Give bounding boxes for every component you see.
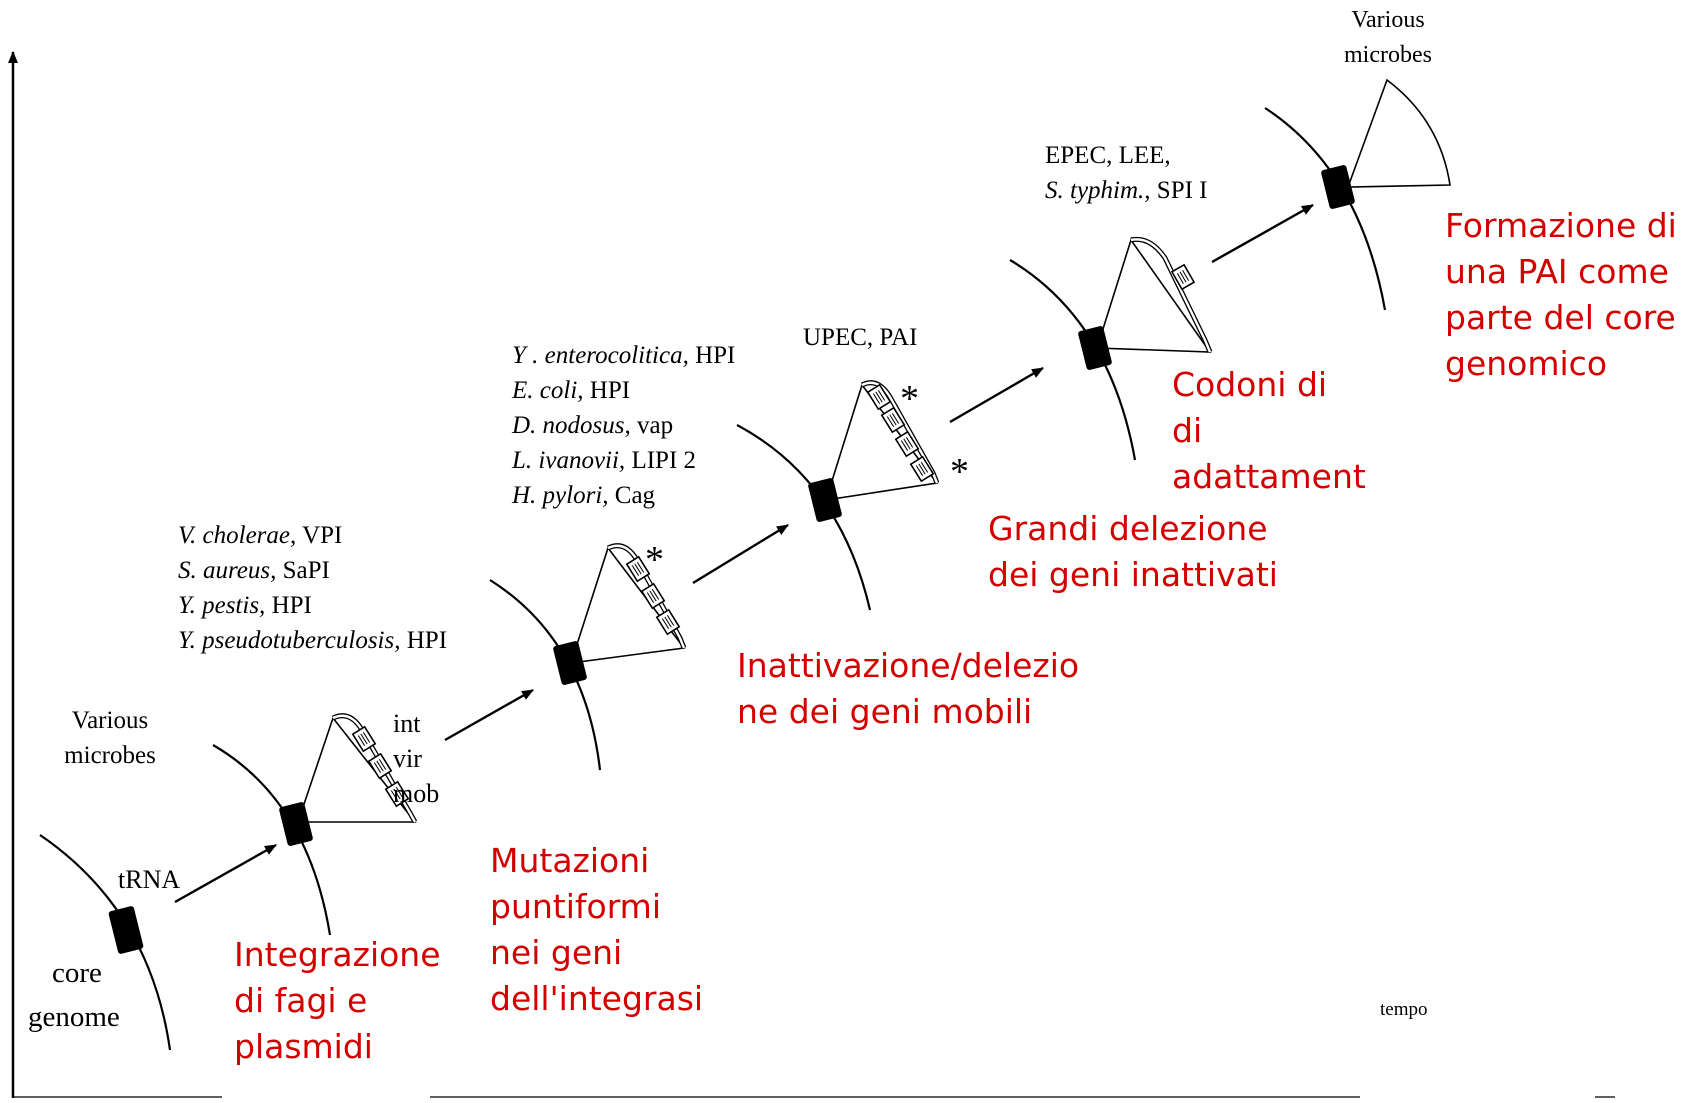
- arrow-3: [692, 523, 789, 585]
- caption-point-mutations: nei geni: [490, 933, 622, 972]
- chromosome-arc: [1009, 259, 1137, 461]
- caption-core-pai: parte del core: [1445, 298, 1676, 337]
- integration-site: [808, 478, 842, 522]
- example-label: Y. pseudotuberculosis, HPI: [178, 627, 447, 654]
- stage-large-deletion: [1009, 236, 1213, 461]
- caption-adaptation-codons: di: [1172, 411, 1202, 450]
- chromosome-arc: [1264, 107, 1387, 311]
- caption-point-mutations: Mutazioni: [490, 841, 649, 880]
- caption-core-pai: genomico: [1445, 344, 1607, 383]
- caption-inactivation: Inattivazione/delezio: [737, 646, 1079, 685]
- arrow-2: [444, 688, 534, 742]
- genome-label: genome: [28, 1001, 120, 1033]
- example-label: EPEC, LEE,: [1045, 142, 1171, 169]
- integration-site: [1321, 165, 1355, 209]
- source-label: microbes: [64, 742, 156, 769]
- chromosome-arc: [736, 424, 872, 611]
- caption-point-mutations: puntiformi: [490, 887, 661, 926]
- gene-box: [909, 456, 935, 482]
- example-label: H. pylori, Cag: [511, 482, 656, 509]
- gene-label: int: [393, 709, 421, 738]
- black-labels: Various microbes tRNA core genome int vir mob V.…: [28, 7, 1432, 1033]
- integration-site: [553, 641, 587, 685]
- island-loop: [824, 383, 939, 501]
- source-label: Various: [1351, 7, 1424, 33]
- gene-label: mob: [393, 779, 439, 808]
- example-label: E. coli, HPI: [511, 377, 630, 404]
- example-label: S. aureus, SaPI: [178, 557, 330, 584]
- stage-integration: [212, 713, 418, 936]
- island-loop: [1095, 238, 1212, 353]
- red-captions: Integrazione di fagi e plasmidi Mutazioni pu…: [234, 206, 1677, 1066]
- gene-label: vir: [393, 744, 422, 773]
- mutation-marker: *: [950, 451, 969, 493]
- caption-point-mutations: dell'integrasi: [490, 979, 703, 1018]
- gene-box: [894, 431, 920, 457]
- caption-large-deletion: Grandi delezione: [988, 509, 1268, 548]
- example-label: Y. pestis, HPI: [178, 592, 312, 619]
- core-label: core: [52, 957, 102, 989]
- island-loop: [1346, 78, 1451, 188]
- caption-adaptation-codons: adattament: [1172, 457, 1366, 496]
- arrow-1: [174, 843, 277, 904]
- example-label: UPEC, PAI: [803, 324, 917, 351]
- caption-core-pai: Formazione di: [1445, 206, 1677, 245]
- caption-large-deletion: dei geni inattivati: [988, 555, 1278, 594]
- stage-core-genome: [39, 834, 172, 1051]
- example-label: S. typhim., SPI I: [1045, 177, 1208, 204]
- source-label: microbes: [1344, 42, 1432, 68]
- arrow-4: [949, 366, 1044, 424]
- source-label: Various: [72, 707, 148, 734]
- integration-site: [1078, 326, 1112, 370]
- integration-site: [279, 802, 313, 846]
- example-label: D. nodosus, vap: [511, 412, 673, 439]
- chromosome-arc: [212, 744, 332, 936]
- caption-adaptation-codons: Codoni di: [1172, 365, 1327, 404]
- gene-box: [1171, 264, 1195, 290]
- caption-core-pai: una PAI come: [1445, 252, 1669, 291]
- example-label: V. cholerae, VPI: [178, 522, 342, 549]
- caption-integration: Integrazione: [234, 935, 441, 974]
- trna-site: [108, 906, 144, 954]
- caption-integration: di fagi e: [234, 981, 367, 1020]
- caption-integration: plasmidi: [234, 1027, 373, 1066]
- mutation-marker: *: [900, 378, 919, 420]
- stage-point-mutations: [489, 543, 687, 771]
- mutation-marker: *: [645, 539, 664, 581]
- stage-inactivation: [736, 380, 940, 611]
- example-label: Y . enterocolitica, HPI: [512, 342, 735, 369]
- example-label: L. ivanovii, LIPI 2: [511, 447, 696, 474]
- caption-inactivation: ne dei geni mobili: [737, 692, 1032, 731]
- arrow-5: [1211, 203, 1314, 264]
- stage-core-pai: [1264, 78, 1451, 311]
- x-axis-label: tempo: [1380, 999, 1428, 1020]
- trna-label: tRNA: [118, 865, 180, 894]
